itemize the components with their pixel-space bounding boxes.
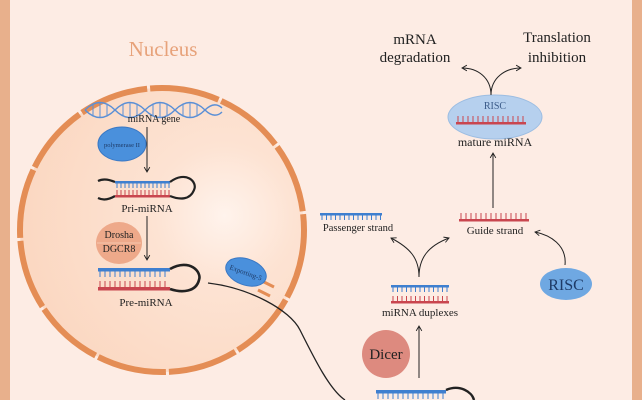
- nucleus-body: [20, 88, 304, 372]
- passenger-strand: [320, 213, 382, 220]
- dicer-label: Dicer: [369, 347, 402, 363]
- mirna-duplex-label: miRNA duplexes: [382, 307, 458, 319]
- polymerase-label: polymerase II: [104, 142, 140, 149]
- mrna-degradation-line1: mRNA: [393, 32, 437, 48]
- drosha-dgcr8-complex: [96, 222, 142, 264]
- passenger-strand-label: Passenger strand: [323, 223, 394, 234]
- cytoplasmic-pre-mirna: [376, 386, 476, 400]
- arrow-to-degradation: [461, 64, 492, 96]
- nucleus-label: Nucleus: [129, 37, 198, 61]
- dgcr8-label: DGCR8: [103, 244, 136, 255]
- pri-mirna-label: Pri-miRNA: [121, 203, 172, 215]
- drosha-label: Drosha: [105, 230, 134, 241]
- cell-membrane-left: [0, 0, 10, 400]
- risc-loaded-complex: [447, 94, 543, 140]
- export-path-line: [207, 282, 346, 400]
- guide-strand-label: Guide strand: [467, 225, 524, 237]
- translation-inhibition-line2: inhibition: [528, 50, 587, 66]
- cell-membrane-right: [632, 0, 642, 400]
- nucleus: Nucleus miRNA gene polymerase II: [17, 37, 307, 375]
- mirna-gene-label: miRNA gene: [128, 114, 181, 125]
- arrow-risc-loading: [534, 229, 566, 266]
- arrow-to-guide: [418, 236, 450, 278]
- mature-mirna-label: mature miRNA: [458, 135, 533, 149]
- arrow-to-inhibition: [490, 64, 522, 96]
- mature-mirna-strand: [456, 116, 526, 125]
- pre-mirna-hairpin: [98, 263, 201, 293]
- guide-strand: [459, 213, 529, 222]
- mrna-degradation-line2: degradation: [380, 50, 451, 66]
- pre-mirna-label: Pre-miRNA: [119, 297, 172, 309]
- translation-inhibition-line1: Translation: [523, 30, 591, 46]
- dna-helix-icon: [84, 101, 223, 119]
- mirna-duplex: [391, 285, 449, 304]
- risc-complex-label: RISC: [484, 101, 507, 112]
- nuclear-envelope: [17, 85, 307, 375]
- dicer-enzyme: [362, 330, 410, 378]
- risc-complex-free: [540, 268, 592, 300]
- polymerase-ii-enzyme: [97, 126, 147, 162]
- pri-mirna-hairpin: [97, 175, 196, 201]
- exportin-5-protein: [225, 257, 267, 287]
- risc-label: RISC: [548, 277, 584, 294]
